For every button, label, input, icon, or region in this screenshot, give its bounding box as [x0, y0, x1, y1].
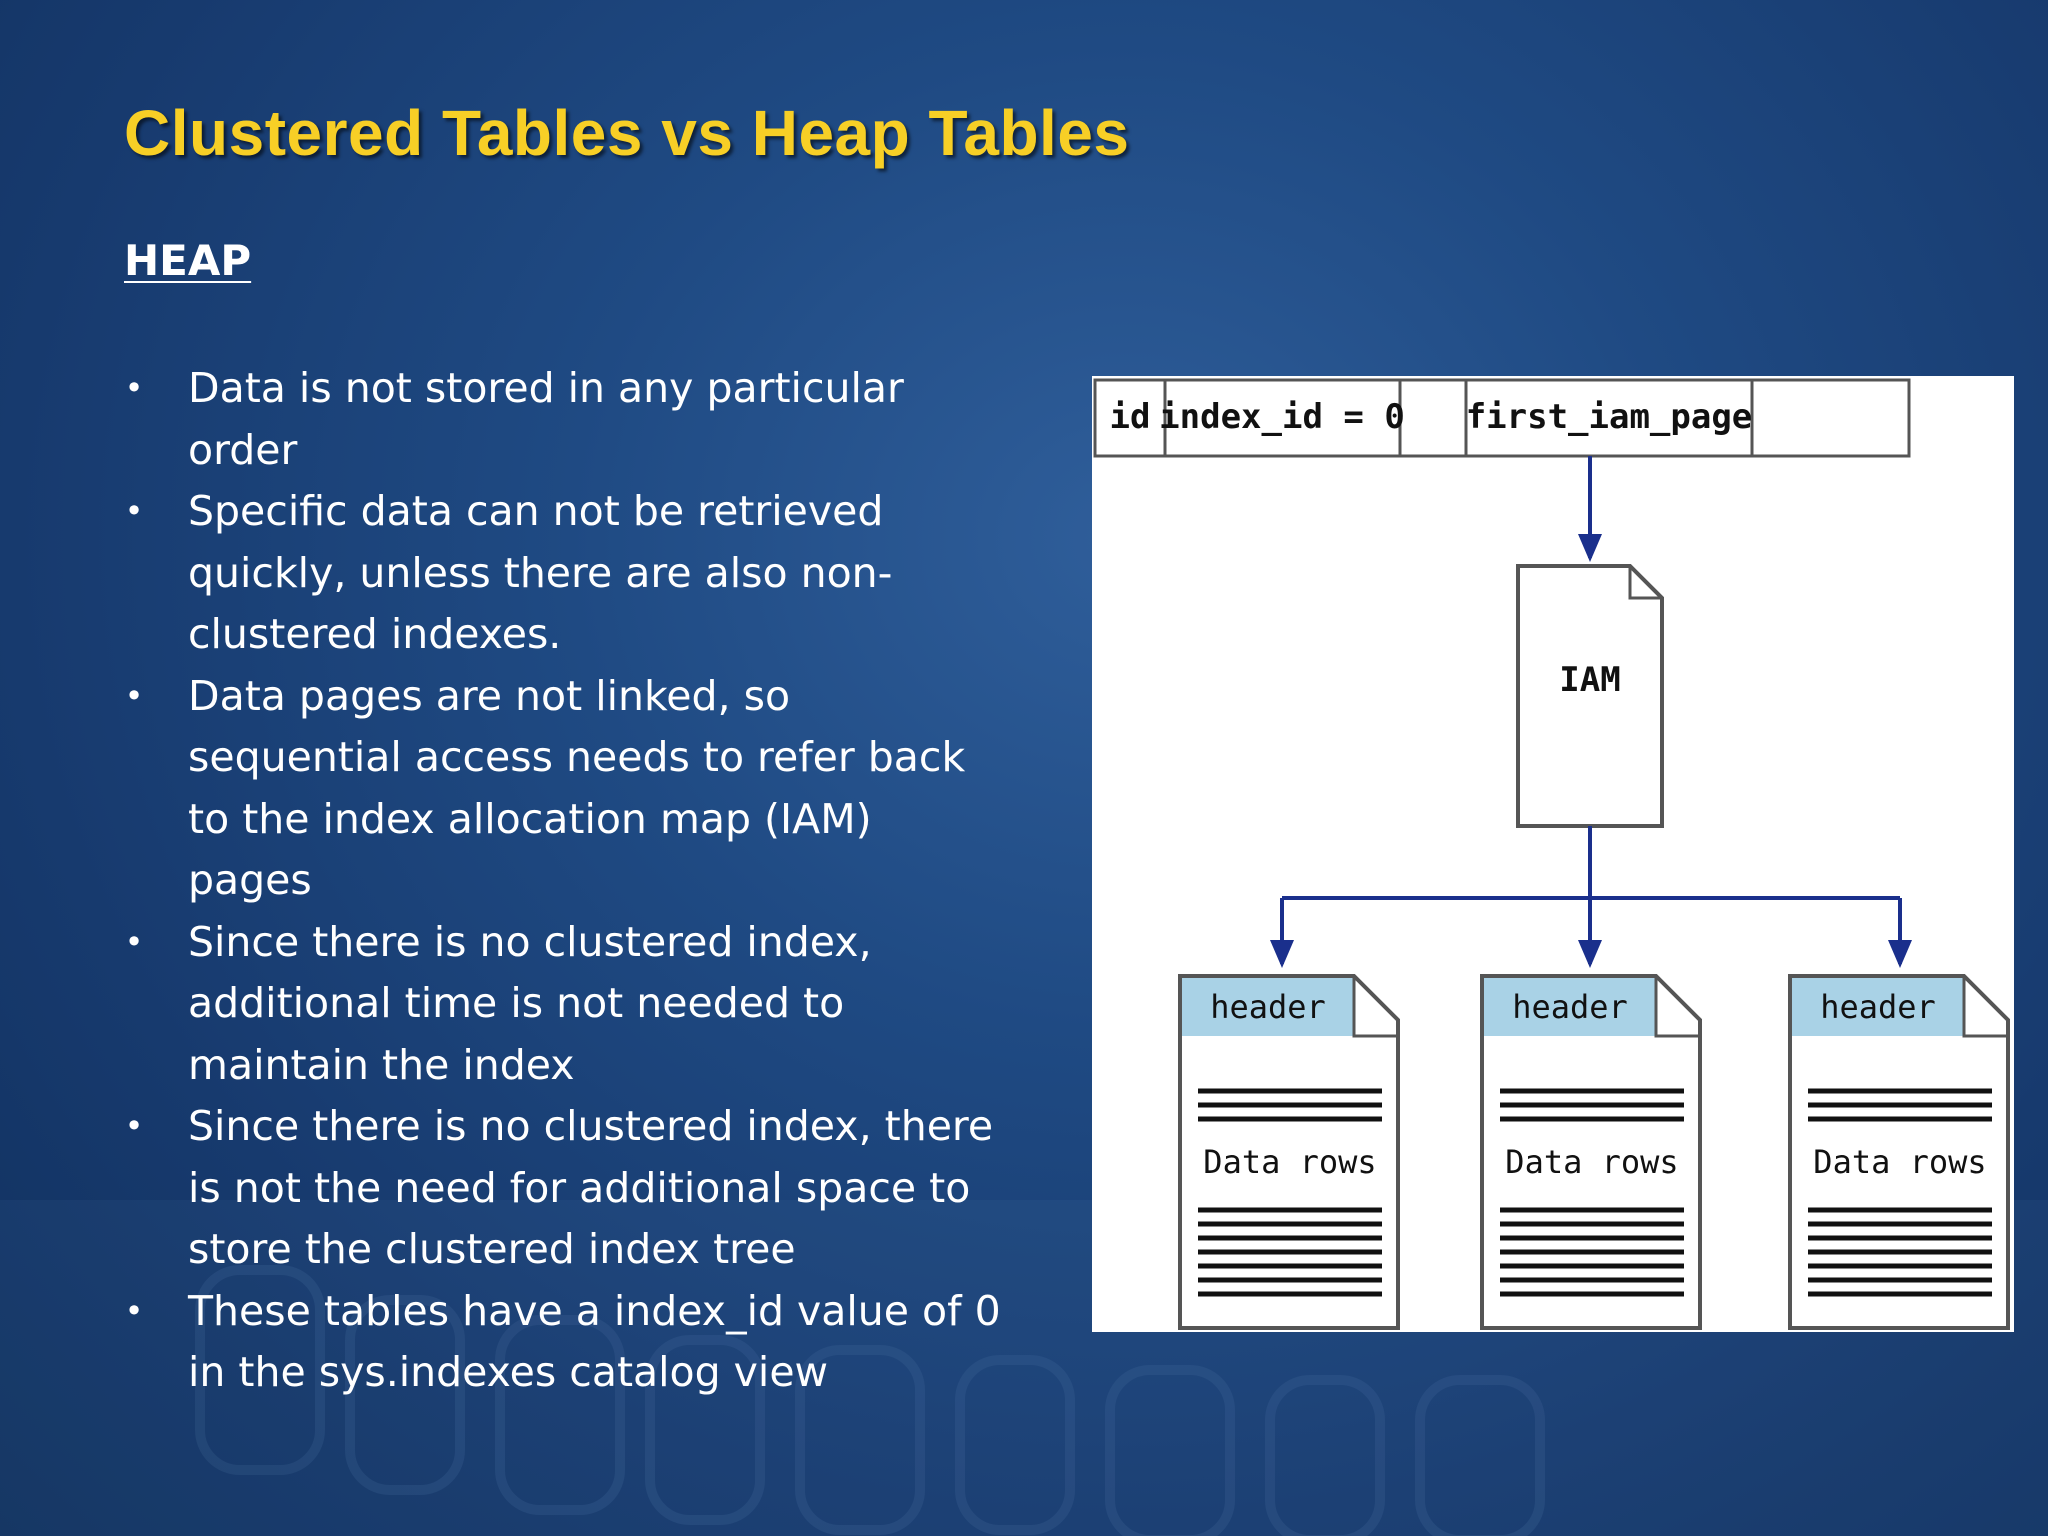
- cell-first-iam-page: [1464, 378, 1754, 458]
- bullet-line: Since there is no clustered index,: [188, 917, 872, 966]
- arrowhead-iam: [1578, 534, 1602, 562]
- iam-page: [1516, 564, 1664, 828]
- bullet-dot: •: [124, 369, 144, 407]
- bullet-line: order: [188, 425, 298, 474]
- bullet-line: is not the need for additional space to: [188, 1163, 971, 1212]
- bullet-dot: •: [124, 1107, 144, 1145]
- data-page-3: [1788, 974, 2010, 1330]
- bullet-item: • Since there is no clustered index, ther…: [124, 1096, 1024, 1281]
- bullet-line: Data is not stored in any particular: [188, 364, 904, 412]
- bullet-line: pages: [188, 856, 312, 904]
- cell-id: [1093, 378, 1167, 458]
- bullet-dot: •: [124, 922, 144, 961]
- bullet-line: Since there is no clustered index, there: [188, 1102, 994, 1150]
- bullet-line: to the index allocation map (IAM): [188, 794, 872, 843]
- bullet-line: These tables have a index_id value of 0: [188, 1286, 1001, 1335]
- cell-first-iam-page-label: first_iam_page: [1466, 397, 1753, 437]
- bullet-list: • Data is not stored in any particular ord…: [124, 358, 1024, 1404]
- section-heading-heap: HEAP: [124, 236, 252, 285]
- bullet-dot: •: [124, 1291, 144, 1330]
- cell-empty-1: [1398, 378, 1468, 458]
- bullet-line: additional time is not needed to: [188, 979, 845, 1027]
- bullet-item: • Data is not stored in any particular ord…: [124, 358, 1024, 481]
- page-3-rows-label: Data rows: [1813, 1143, 1986, 1181]
- bullet-item: • Since there is no clustered index, addit…: [124, 912, 1024, 1097]
- sys-indexes-row: [1093, 378, 1911, 458]
- diagram-canvas: id index_id = 0 first_iam_page IAM: [1093, 378, 2010, 1330]
- bullet-line: Data pages are not linked, so: [188, 671, 791, 720]
- heap-structure-diagram: id index_id = 0 first_iam_page IAM: [1092, 376, 2014, 1332]
- page-2-rows-label: Data rows: [1505, 1143, 1678, 1181]
- bullet-line: quickly, unless there are also non-: [188, 548, 893, 597]
- page-1-header-label: header: [1210, 988, 1326, 1026]
- bullet-line: in the sys.indexes catalog view: [188, 1348, 829, 1396]
- bullet-item: • These tables have a index_id value of 0…: [124, 1281, 1024, 1404]
- bullet-dot: •: [124, 492, 144, 530]
- bullet-line: clustered indexes.: [188, 610, 562, 658]
- bullet-item: • Specific data can not be retrieved quick…: [124, 481, 1024, 666]
- data-page-1: [1178, 974, 1400, 1330]
- iam-label: IAM: [1559, 660, 1620, 700]
- cell-index-id: [1163, 378, 1402, 458]
- cell-id-label: id: [1110, 397, 1151, 437]
- arrowhead-page-1: [1270, 940, 1294, 968]
- page-2-header-label: header: [1512, 988, 1628, 1026]
- slide-title: Clustered Tables vs Heap Tables: [124, 97, 1130, 169]
- page-3-header-label: header: [1820, 988, 1936, 1026]
- page-1-rows-label: Data rows: [1203, 1143, 1376, 1181]
- arrowhead-page-2: [1578, 940, 1602, 968]
- bullet-dot: •: [124, 676, 144, 715]
- bullet-line: sequential access needs to refer back: [188, 733, 966, 781]
- bullet-item: • Data pages are not linked, so sequential…: [124, 666, 1024, 912]
- bullet-line: Specific data can not be retrieved: [188, 487, 884, 535]
- arrowhead-page-3: [1888, 940, 1912, 968]
- cell-empty-2: [1750, 378, 1911, 458]
- cell-index-id-label: index_id = 0: [1159, 397, 1405, 437]
- bullet-line: maintain the index: [188, 1040, 575, 1089]
- data-page-2: [1480, 974, 1702, 1330]
- bullet-line: store the clustered index tree: [188, 1225, 796, 1273]
